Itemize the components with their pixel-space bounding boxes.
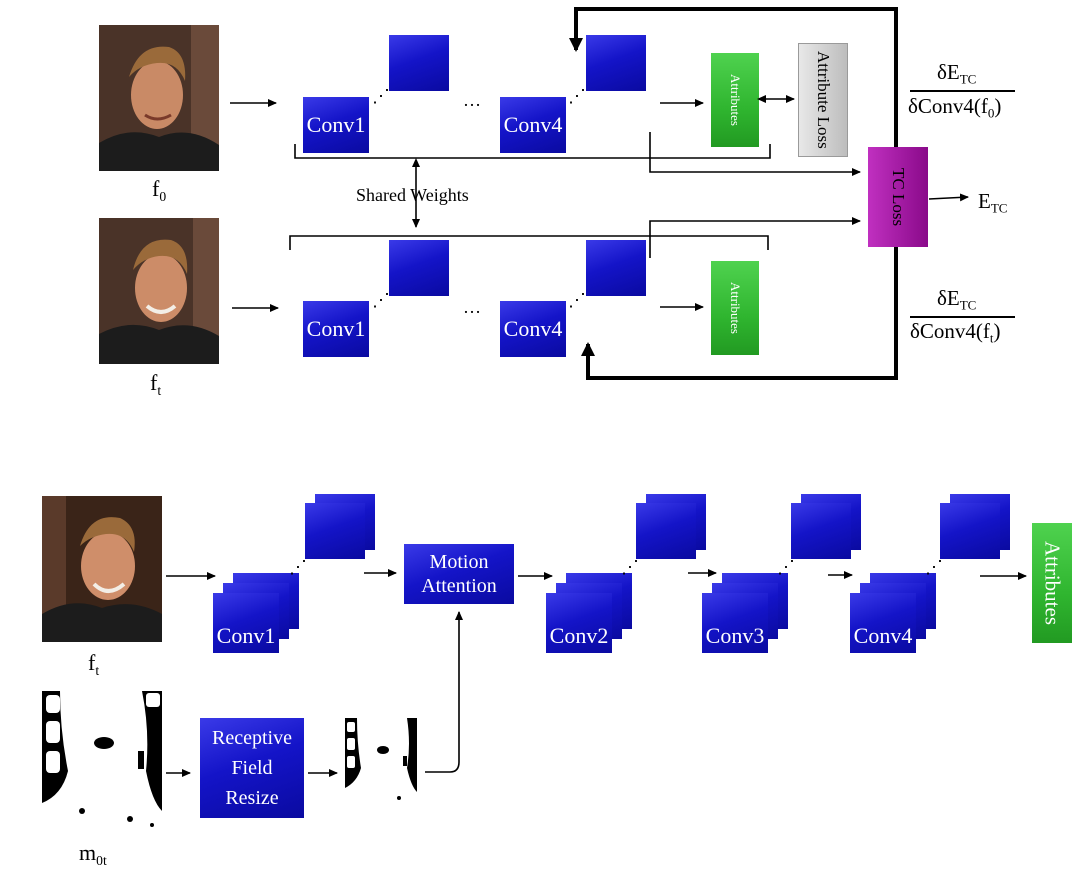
attributes-box-bottom: Attributes (1032, 523, 1072, 643)
face-image-ft-bottom (42, 496, 162, 642)
e-tc-label: ETC (978, 189, 1008, 216)
ellipsis-top-2: … (463, 90, 482, 110)
conv-block-small-mid-1 (389, 240, 449, 296)
conv2-stack-back-small-2 (636, 503, 696, 559)
gradient-top-fraction-line (910, 90, 1015, 92)
conv-block-small-top-1 (389, 35, 449, 91)
attribute-loss-box: Attribute Loss (798, 43, 848, 157)
gradient-top-denominator: δConv4(f0) (908, 94, 1002, 121)
conv1-block-top: Conv1 (303, 97, 369, 153)
gradient-bottom-numerator: δETC (937, 286, 977, 313)
gradient-bottom-fraction-line (910, 316, 1015, 318)
gradient-top-numerator: δETC (937, 60, 977, 87)
ellipsis-mid-1: ⋰ (372, 290, 391, 310)
conv4-block-bottom: Conv4 (850, 593, 916, 653)
attributes-box-top: Attributes (711, 53, 759, 147)
ellipsis-bottom-4: ⋰ (925, 557, 944, 577)
conv1-block-mid: Conv1 (303, 301, 369, 357)
conv-block-small-mid-2 (586, 240, 646, 296)
ellipsis-bottom-1: ⋰ (289, 557, 308, 577)
ellipsis-top-1: ⋰ (372, 86, 391, 106)
line-lower-to-tc-loss (649, 217, 861, 258)
arrow-tc-loss-to-etc (928, 193, 969, 202)
receptive-field-resize-box: Receptive Field Resize (200, 718, 304, 818)
motion-attention-box: Motion Attention (404, 544, 514, 604)
label-ft-top: ft (150, 370, 162, 398)
resized-mask-image (345, 718, 417, 808)
gradient-bottom-denominator: δConv4(ft) (910, 319, 1001, 346)
conv1-block-bottom: Conv1 (213, 593, 279, 653)
face-image-f0 (99, 25, 219, 171)
label-f0: f0 (152, 176, 167, 204)
ellipsis-top-3: ⋰ (568, 86, 587, 106)
conv4-block-mid: Conv4 (500, 301, 566, 357)
conv1-stack-back-small-2 (305, 503, 365, 559)
conv4-block-top: Conv4 (500, 97, 566, 153)
shared-weights-label: Shared Weights (356, 185, 469, 205)
tc-loss-box: TC Loss (868, 147, 928, 247)
arrow-resized-mask-to-motion-attention (425, 611, 463, 773)
bracket-lower-network (289, 235, 769, 250)
motion-mask-image (42, 691, 162, 839)
conv-block-small-top-2 (586, 35, 646, 91)
attributes-box-mid: Attributes (711, 261, 759, 355)
ellipsis-mid-3: ⋰ (568, 290, 587, 310)
ellipsis-mid-2: … (463, 297, 482, 317)
conv4-stack-back-small-2 (940, 503, 1000, 559)
face-image-ft-top (99, 218, 219, 364)
conv2-block-bottom: Conv2 (546, 593, 612, 653)
label-mask: m0t (79, 840, 107, 868)
ellipsis-bottom-2: ⋰ (621, 557, 640, 577)
conv3-stack-back-small-2 (791, 503, 851, 559)
ellipsis-bottom-3: ⋰ (777, 557, 796, 577)
label-ft-bottom: ft (88, 650, 100, 678)
conv3-block-bottom: Conv3 (702, 593, 768, 653)
